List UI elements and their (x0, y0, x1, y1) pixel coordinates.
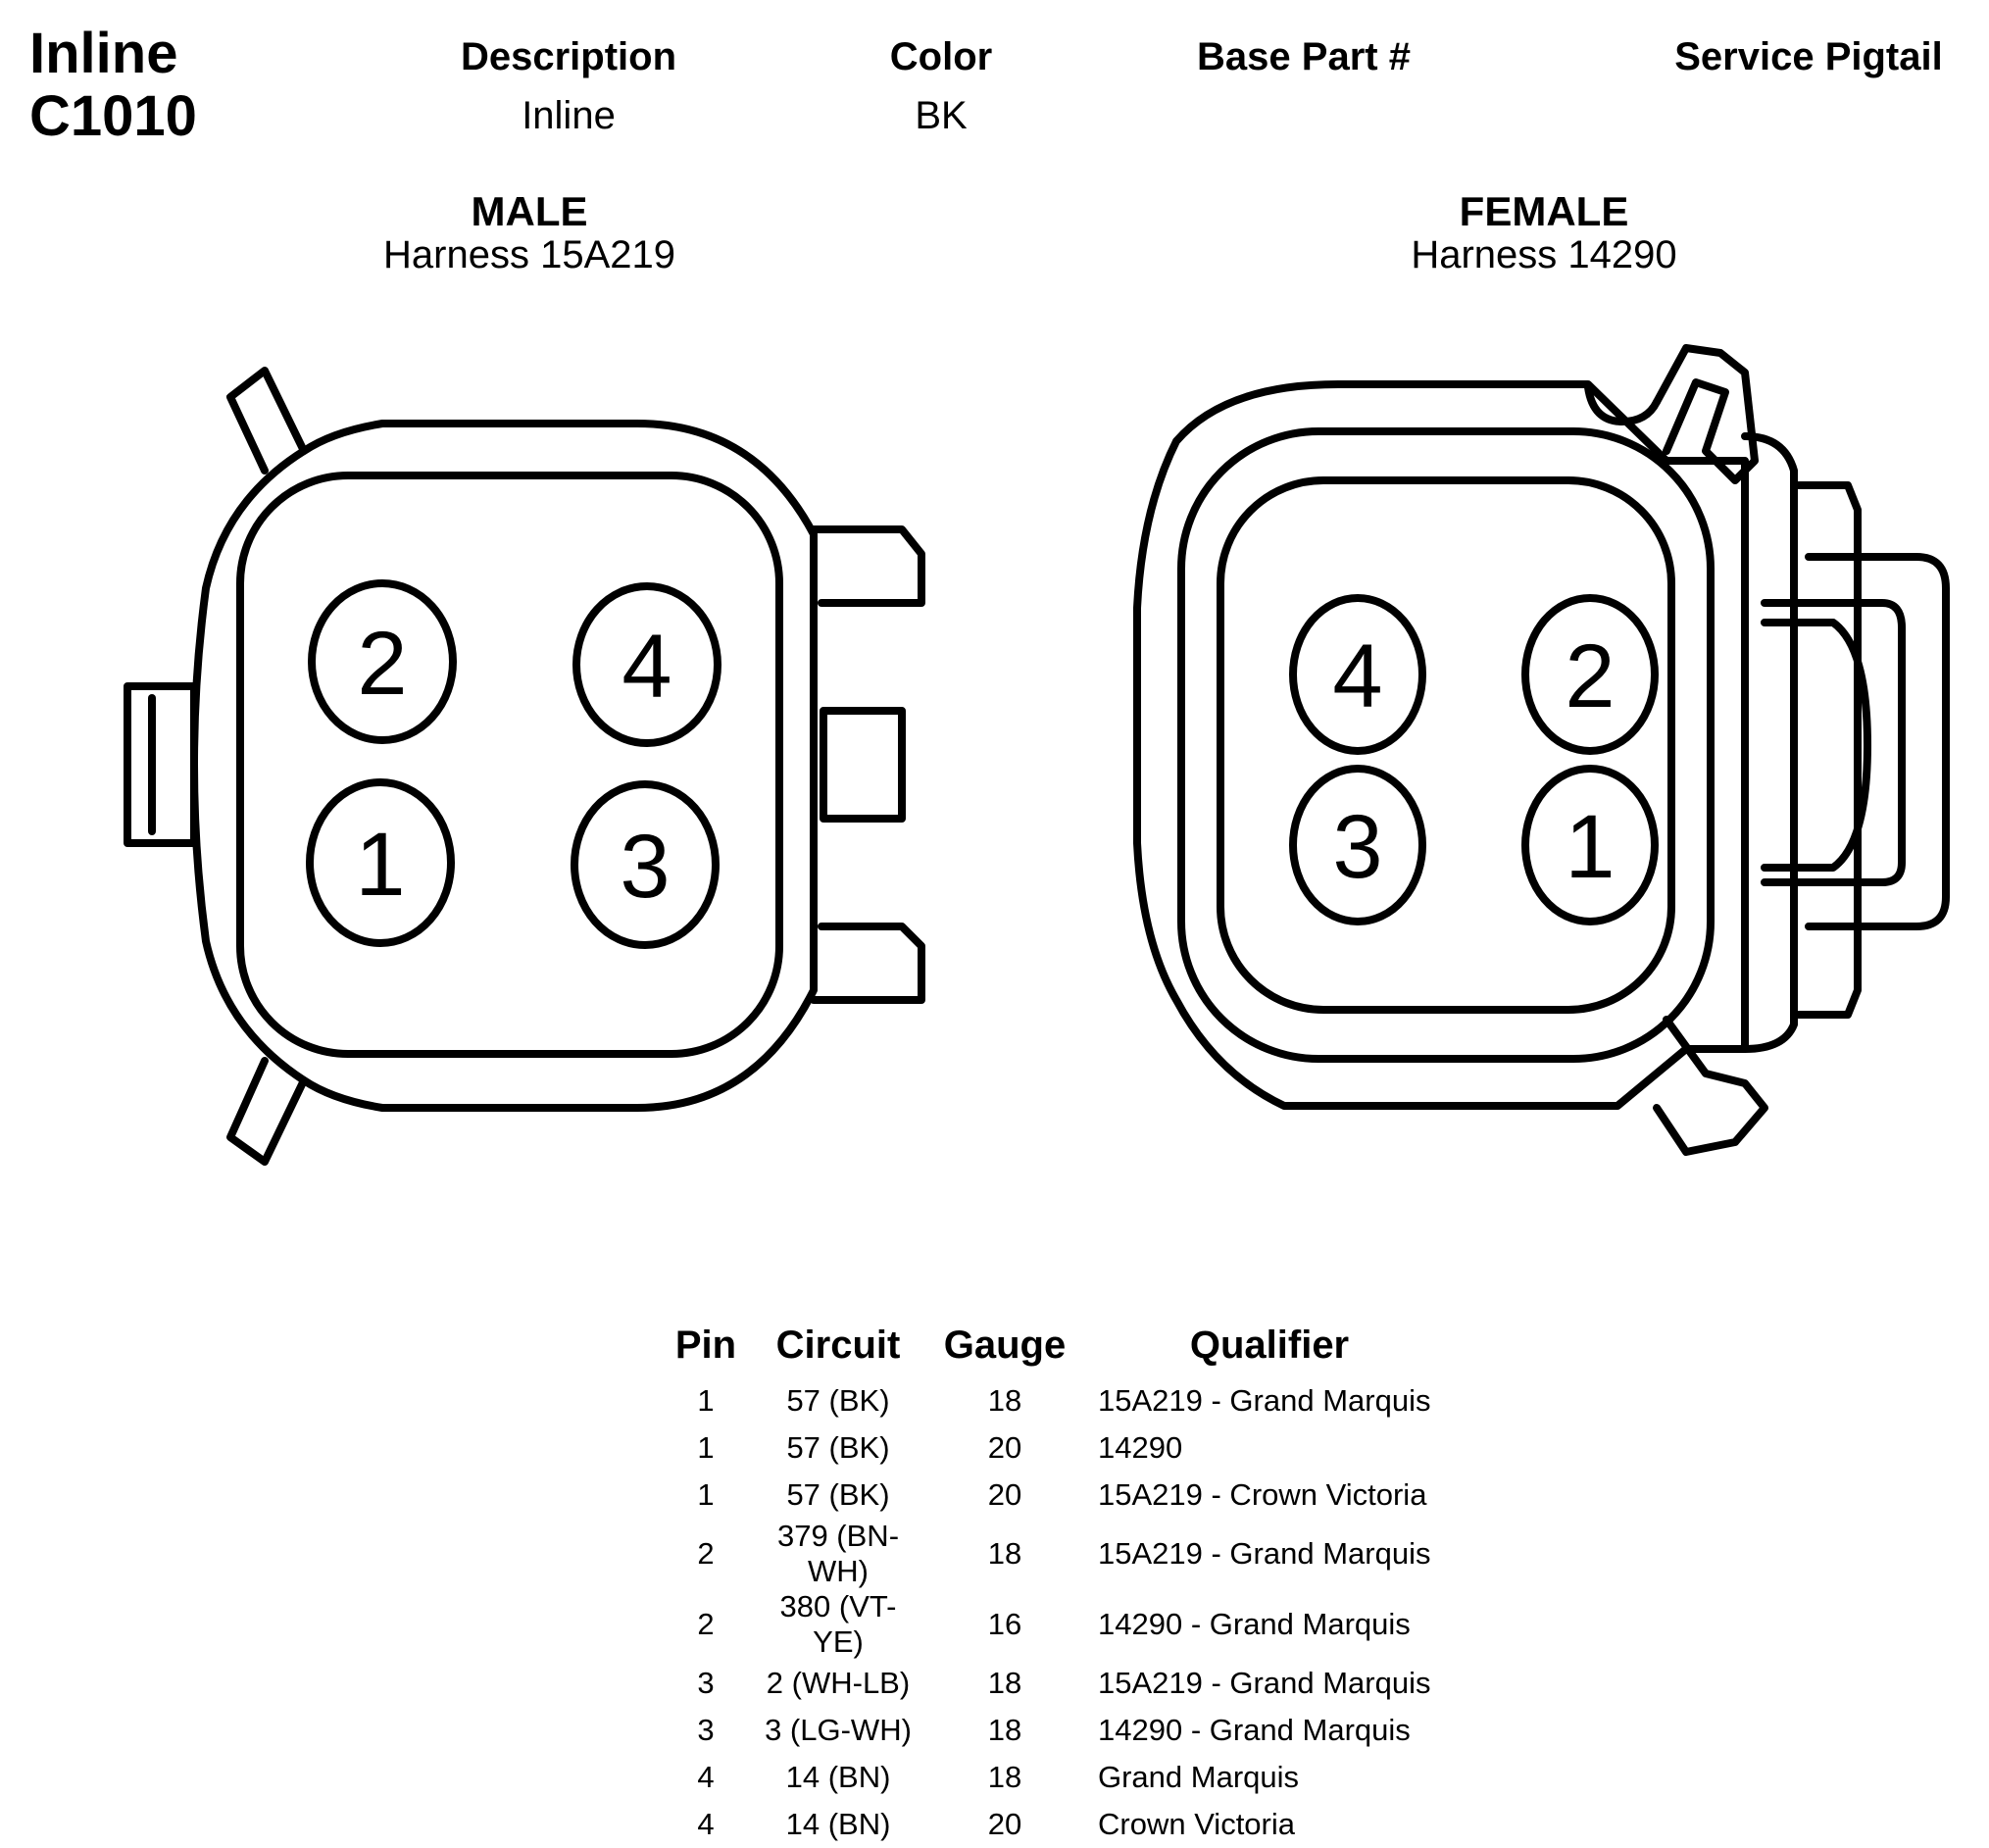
female-harness: Harness 14290 (1411, 233, 1677, 276)
male-connector-shell (124, 367, 925, 1166)
color-value: BK (915, 94, 968, 137)
base-part-label: Base Part # (1197, 35, 1411, 78)
cell-pin: 1 (697, 1430, 715, 1465)
cell-circuit: 57 (BK) (786, 1383, 890, 1418)
male-pin-2-label: 2 (357, 614, 407, 714)
table-row: 1 57 (BK) 18 15A219 - Grand Marquis (657, 1377, 1451, 1424)
female-pin-2-label: 2 (1565, 626, 1615, 726)
connector-diagram: 2 4 1 3 4 2 3 1 (124, 344, 1950, 1166)
male-pin-4-circle (572, 582, 721, 747)
male-pin-2-circle (308, 579, 457, 744)
female-pin-1-circle (1521, 765, 1659, 925)
cell-qualifier: 14290 - Grand Marquis (1098, 1607, 1411, 1641)
col-gauge: Gauge (943, 1324, 1067, 1367)
cell-pin: 4 (697, 1807, 715, 1841)
col-qualifier: Qualifier (1189, 1324, 1350, 1367)
table-row: 3 2 (WH-LB) 18 15A219 - Grand Marquis (657, 1660, 1451, 1707)
description-label: Description (460, 35, 677, 78)
male-pin-3-label: 3 (620, 817, 670, 917)
pin-table: Pin Circuit Gauge Qualifier 1 57 (BK) 18… (657, 1324, 1451, 1848)
cell-qualifier: 15A219 - Grand Marquis (1098, 1666, 1431, 1700)
service-pigtail-label: Service Pigtail (1674, 35, 1943, 78)
col-circuit: Circuit (775, 1324, 901, 1367)
cell-circuit: 3 (LG-WH) (765, 1713, 912, 1747)
male-pin-1-label: 1 (355, 815, 405, 915)
cell-gauge: 20 (987, 1477, 1022, 1512)
cell-qualifier: 15A219 - Grand Marquis (1098, 1383, 1431, 1418)
female-pin-4-circle (1289, 594, 1426, 755)
table-row: 1 57 (BK) 20 15A219 - Crown Victoria (657, 1472, 1451, 1519)
table-row: 4 14 (BN) 18 Grand Marquis (657, 1754, 1451, 1801)
cell-pin: 3 (697, 1713, 715, 1747)
female-connector-shell (1133, 344, 1950, 1156)
female-pin-1-label: 1 (1565, 797, 1615, 897)
table-row: 2 379 (BN-WH) 18 15A219 - Grand Marquis (657, 1519, 1451, 1589)
cell-circuit: 57 (BK) (786, 1477, 890, 1512)
female-pin-2-circle (1521, 594, 1659, 755)
male-title: MALE (471, 188, 588, 234)
cell-circuit: 379 (BN-WH) (776, 1519, 900, 1588)
cell-qualifier: 15A219 - Grand Marquis (1098, 1536, 1431, 1571)
cell-qualifier: Crown Victoria (1098, 1807, 1296, 1841)
male-pin-4-label: 4 (622, 617, 671, 717)
description-value: Inline (522, 94, 616, 137)
cell-pin: 4 (697, 1760, 715, 1794)
cell-gauge: 18 (987, 1713, 1022, 1747)
female-pin-4-label: 4 (1332, 626, 1382, 726)
color-label: Color (889, 35, 993, 78)
cell-circuit: 380 (VT-YE) (779, 1589, 897, 1659)
connector-id: C1010 (29, 84, 197, 148)
female-title: FEMALE (1459, 188, 1629, 234)
cell-gauge: 18 (987, 1760, 1022, 1794)
table-row: 1 57 (BK) 20 14290 (657, 1424, 1451, 1472)
cell-qualifier: 15A219 - Crown Victoria (1098, 1477, 1427, 1512)
male-pin-3-circle (571, 780, 720, 949)
cell-circuit: 14 (BN) (785, 1807, 891, 1841)
cell-circuit: 2 (WH-LB) (766, 1666, 911, 1700)
cell-pin: 1 (697, 1477, 715, 1512)
female-pin-3-circle (1289, 765, 1426, 925)
col-pin: Pin (674, 1324, 737, 1367)
cell-gauge: 18 (987, 1383, 1022, 1418)
cell-gauge: 20 (987, 1430, 1022, 1465)
table-row: 4 14 (BN) 20 Crown Victoria (657, 1801, 1451, 1848)
female-pin-3-label: 3 (1332, 797, 1382, 897)
table-row: 3 3 (LG-WH) 18 14290 - Grand Marquis (657, 1707, 1451, 1754)
cell-pin: 1 (697, 1383, 715, 1418)
male-pin-1-circle (306, 778, 455, 947)
cell-circuit: 57 (BK) (786, 1430, 890, 1465)
cell-gauge: 18 (987, 1666, 1022, 1700)
cell-pin: 2 (697, 1607, 715, 1641)
cell-pin: 3 (697, 1666, 715, 1700)
cell-pin: 2 (697, 1536, 715, 1571)
cell-circuit: 14 (BN) (785, 1760, 891, 1794)
cell-gauge: 18 (987, 1536, 1022, 1571)
cell-gauge: 16 (987, 1607, 1022, 1641)
table-row: 2 380 (VT-YE) 16 14290 - Grand Marquis (657, 1589, 1451, 1660)
male-harness: Harness 15A219 (383, 233, 675, 276)
pin-table-header: Pin Circuit Gauge Qualifier (657, 1324, 1451, 1377)
cell-qualifier: Grand Marquis (1098, 1760, 1300, 1794)
connector-type: Inline (29, 22, 178, 85)
cell-qualifier: 14290 - Grand Marquis (1098, 1713, 1411, 1747)
cell-gauge: 20 (987, 1807, 1022, 1841)
cell-qualifier: 14290 (1098, 1430, 1183, 1465)
